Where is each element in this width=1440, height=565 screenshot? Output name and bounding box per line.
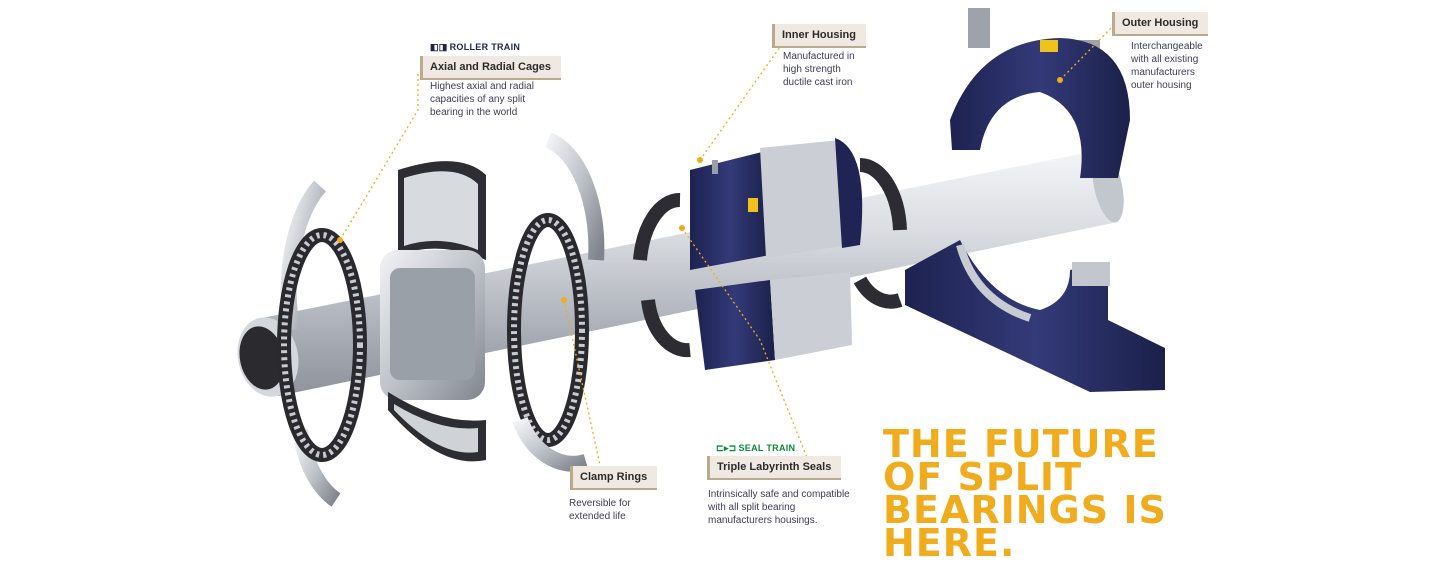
triple-labyrinth-seals-title: Triple Labyrinth Seals bbox=[707, 456, 842, 480]
description-line: with all split bearing bbox=[708, 502, 796, 513]
outer-housing-description: Interchangeable with all existing manufa… bbox=[1131, 40, 1203, 92]
description-line: high strength bbox=[783, 64, 841, 75]
description-line: Highest axial and radial bbox=[430, 81, 534, 92]
leader-dots bbox=[337, 77, 1063, 303]
description-line: Reversible for bbox=[569, 498, 631, 509]
outer-housing-cap bbox=[950, 8, 1130, 178]
seal-train-mark-icon: ⊏▸⊐ bbox=[716, 443, 737, 453]
description-line: manufacturers bbox=[1131, 67, 1195, 78]
description-line: capacities of any split bbox=[430, 94, 526, 105]
seal-rings bbox=[633, 157, 907, 358]
axial-radial-cages-description: Highest axial and radial capacities of a… bbox=[430, 80, 534, 119]
right-cage bbox=[507, 132, 605, 472]
clamp-rings-title: Clamp Rings bbox=[570, 466, 658, 490]
radial-cage bbox=[380, 161, 486, 462]
axial-cage bbox=[277, 228, 367, 462]
description-line: Interchangeable bbox=[1131, 41, 1203, 52]
outer-housing-base bbox=[905, 240, 1165, 392]
description-line: Manufactured in bbox=[783, 51, 855, 62]
description-line: Intrinsically safe and compatible bbox=[708, 489, 850, 500]
inner-housing bbox=[690, 138, 863, 370]
description-line: bearing in the world bbox=[430, 107, 518, 118]
seal-train-logo: ⊏▸⊐SEAL TRAIN bbox=[716, 443, 795, 454]
clamp-rings-description: Reversible for extended life bbox=[569, 497, 631, 523]
headline: THE FUTURE OF SPLIT BEARINGS IS HERE. bbox=[883, 422, 1167, 565]
axial-radial-cages-title: Axial and Radial Cages bbox=[420, 56, 562, 80]
inner-housing-title: Inner Housing bbox=[772, 24, 866, 48]
triple-labyrinth-seals-description: Intrinsically safe and compatible with a… bbox=[708, 488, 850, 527]
description-line: extended life bbox=[569, 511, 626, 522]
outer-housing-title: Outer Housing bbox=[1112, 12, 1209, 36]
inner-housing-description: Manufactured in high strength ductile ca… bbox=[783, 50, 855, 89]
description-line: with all existing bbox=[1131, 54, 1199, 65]
description-line: manufacturers housings. bbox=[708, 515, 818, 526]
roller-train-mark-icon: ◧◨ bbox=[430, 42, 448, 52]
seal-train-logo-text: SEAL TRAIN bbox=[738, 443, 796, 453]
roller-train-logo-text: ROLLER TRAIN bbox=[449, 42, 521, 52]
headline-line: HERE. bbox=[883, 521, 1016, 565]
headline-line: OF SPLIT bbox=[883, 455, 1082, 499]
headline-line: THE FUTURE bbox=[883, 422, 1159, 466]
description-line: ductile cast iron bbox=[783, 77, 853, 88]
roller-train-logo: ◧◨ROLLER TRAIN bbox=[430, 42, 520, 53]
description-line: outer housing bbox=[1131, 80, 1192, 91]
headline-line: BEARINGS IS bbox=[883, 488, 1167, 532]
